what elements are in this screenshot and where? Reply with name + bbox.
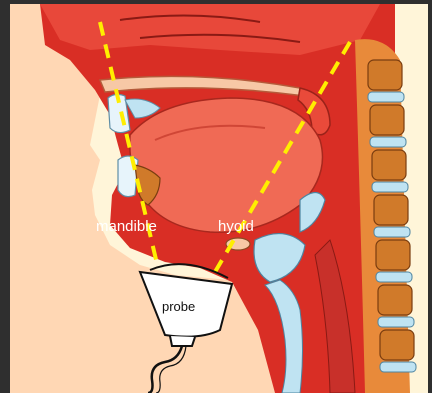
nasal-cavity — [40, 4, 380, 55]
disc — [380, 362, 416, 372]
disc — [376, 272, 412, 282]
vertebra — [372, 150, 406, 180]
probe-neck — [170, 336, 195, 346]
disc — [368, 92, 404, 102]
vertebra — [376, 240, 410, 270]
vertebra — [374, 195, 408, 225]
vertebra — [380, 330, 414, 360]
vertebra — [368, 60, 402, 90]
vertebra — [370, 105, 404, 135]
vertebra — [378, 285, 412, 315]
mandible-label: mandible — [96, 218, 157, 235]
hyoid-label: hyoid — [218, 218, 254, 235]
probe-label: probe — [162, 299, 195, 314]
disc — [372, 182, 408, 192]
disc — [374, 227, 410, 237]
disc — [370, 137, 406, 147]
disc — [378, 317, 414, 327]
